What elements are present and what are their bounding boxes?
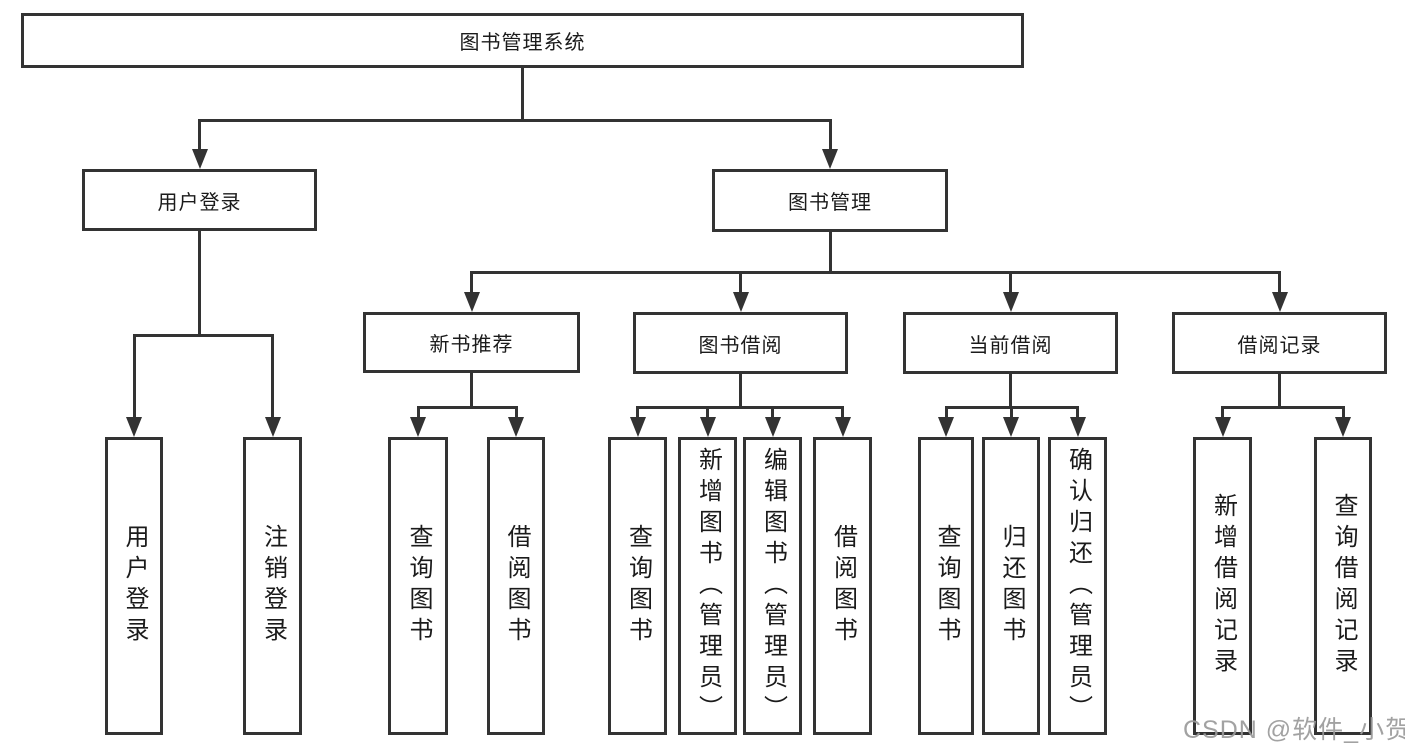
- node-br-query-record: 查询借阅记录: [1314, 437, 1372, 735]
- node-nb-query-books: 查询图书: [388, 437, 448, 735]
- arrow-down-icon-leaf-user-login: [126, 417, 142, 437]
- node-bb-edit-books: 编辑图书（管理员）: [743, 437, 802, 735]
- arrow-down-icon-bb-add-books: [699, 417, 716, 437]
- connector-drop-book-borrow: [739, 272, 742, 298]
- node-label-root: 图书管理系统: [459, 32, 586, 54]
- connector-stem-current-borrow: [1009, 374, 1012, 409]
- node-leaf-logout: 注销登录: [243, 437, 302, 735]
- arrow-down-icon-bb-query-books: [629, 417, 646, 437]
- connector-drop-br-query-record: [1341, 407, 1345, 423]
- arrow-down-icon-cb-return-books: [1003, 417, 1019, 437]
- node-label-bb-borrow-books: 借阅图书: [829, 524, 857, 648]
- node-label-leaf-user-login: 用户登录: [121, 524, 148, 648]
- arrow-down-icon-br-query-record: [1335, 417, 1351, 437]
- arrow-down-icon-book-mgmt: [822, 149, 838, 169]
- node-label-br-add-record: 新增借阅记录: [1209, 493, 1237, 679]
- connector-drop-bb-borrow-books: [841, 407, 844, 423]
- node-label-leaf-logout: 注销登录: [259, 524, 287, 648]
- node-label-nb-borrow-books: 借阅图书: [503, 524, 530, 648]
- connector-stem-book-borrow: [739, 374, 742, 409]
- node-bb-borrow-books: 借阅图书: [813, 437, 872, 735]
- node-label-nb-query-books: 查询图书: [405, 524, 432, 648]
- connector-drop-new-books: [470, 272, 473, 298]
- node-cb-return-books: 归还图书: [982, 437, 1040, 735]
- node-label-bb-edit-books: 编辑图书（管理员）: [759, 446, 787, 726]
- arrow-down-icon-user-login: [191, 149, 208, 169]
- connector-drop-nb-query-books: [416, 407, 420, 423]
- arrow-down-icon-borrow-records: [1271, 292, 1288, 312]
- node-user-login: 用户登录: [82, 169, 317, 231]
- connector-bus-user-login: [132, 333, 274, 337]
- node-bb-add-books: 新增图书（管理员）: [678, 437, 737, 735]
- node-label-current-borrow: 当前借阅: [968, 334, 1053, 357]
- connector-stem-user-login: [198, 231, 201, 337]
- node-cb-confirm-return: 确认归还（管理员）: [1048, 437, 1107, 735]
- connector-drop-borrow-records: [1278, 272, 1281, 298]
- connector-drop-cb-confirm-return: [1076, 407, 1079, 423]
- connector-stem-root: [521, 68, 524, 122]
- arrow-down-icon-br-add-record: [1214, 417, 1231, 437]
- node-new-books: 新书推荐: [363, 312, 580, 373]
- node-label-cb-query-books: 查询图书: [933, 524, 960, 648]
- node-label-cb-return-books: 归还图书: [998, 524, 1025, 648]
- node-book-mgmt: 图书管理: [712, 169, 948, 232]
- connector-drop-bb-add-books: [706, 407, 709, 423]
- connector-drop-cb-query-books: [944, 407, 948, 423]
- arrow-down-icon-bb-borrow-books: [834, 417, 851, 437]
- node-root: 图书管理系统: [21, 13, 1024, 68]
- node-label-cb-confirm-return: 确认归还（管理员）: [1064, 446, 1092, 726]
- arrow-down-icon-book-borrow: [732, 292, 749, 312]
- connector-drop-user-login: [198, 120, 201, 155]
- connector-stem-new-books: [470, 373, 473, 409]
- node-borrow-records: 借阅记录: [1172, 312, 1387, 374]
- csdn-watermark: CSDN @软件_小贺同学: [1183, 716, 1405, 744]
- arrow-down-icon-new-books: [463, 292, 480, 312]
- node-label-user-login: 用户登录: [157, 191, 242, 214]
- node-bb-query-books: 查询图书: [608, 437, 667, 735]
- node-label-br-query-record: 查询借阅记录: [1330, 493, 1357, 679]
- arrow-down-icon-cb-query-books: [938, 417, 954, 437]
- connector-bus-book-mgmt: [470, 270, 1281, 274]
- connector-stem-book-mgmt: [828, 232, 832, 274]
- connector-drop-book-mgmt: [828, 120, 832, 155]
- node-label-bb-add-books: 新增图书（管理员）: [694, 446, 722, 726]
- arrow-down-icon-bb-edit-books: [764, 417, 781, 437]
- connector-stem-borrow-records: [1278, 374, 1281, 409]
- connector-bus-root: [198, 118, 832, 122]
- node-book-borrow: 图书借阅: [633, 312, 848, 374]
- node-label-new-books: 新书推荐: [429, 334, 514, 356]
- connector-drop-nb-borrow-books: [514, 407, 518, 423]
- connector-bus-borrow-records: [1221, 405, 1345, 409]
- arrow-down-icon-current-borrow: [1002, 292, 1019, 312]
- node-cb-query-books: 查询图书: [918, 437, 974, 735]
- arrow-down-icon-nb-borrow-books: [508, 417, 524, 437]
- arrow-down-icon-cb-confirm-return: [1069, 417, 1086, 437]
- connector-drop-cb-return-books: [1009, 407, 1013, 423]
- node-leaf-user-login: 用户登录: [105, 437, 163, 735]
- node-label-borrow-records: 借阅记录: [1237, 334, 1322, 357]
- connector-drop-leaf-user-login: [132, 335, 136, 423]
- node-label-bb-query-books: 查询图书: [624, 524, 652, 648]
- arrow-down-icon-nb-query-books: [410, 417, 426, 437]
- connector-bus-book-borrow: [636, 405, 844, 409]
- arrow-down-icon-leaf-logout: [264, 417, 281, 437]
- node-br-add-record: 新增借阅记录: [1193, 437, 1252, 735]
- connector-drop-bb-query-books: [636, 407, 639, 423]
- connector-drop-leaf-logout: [271, 335, 274, 423]
- node-label-book-mgmt: 图书管理: [788, 192, 872, 214]
- connector-bus-new-books: [416, 405, 518, 409]
- connector-drop-br-add-record: [1221, 407, 1224, 423]
- connector-drop-bb-edit-books: [771, 407, 774, 423]
- node-nb-borrow-books: 借阅图书: [487, 437, 545, 735]
- node-label-book-borrow: 图书借阅: [698, 334, 783, 357]
- connector-drop-current-borrow: [1009, 272, 1012, 298]
- node-current-borrow: 当前借阅: [903, 312, 1118, 374]
